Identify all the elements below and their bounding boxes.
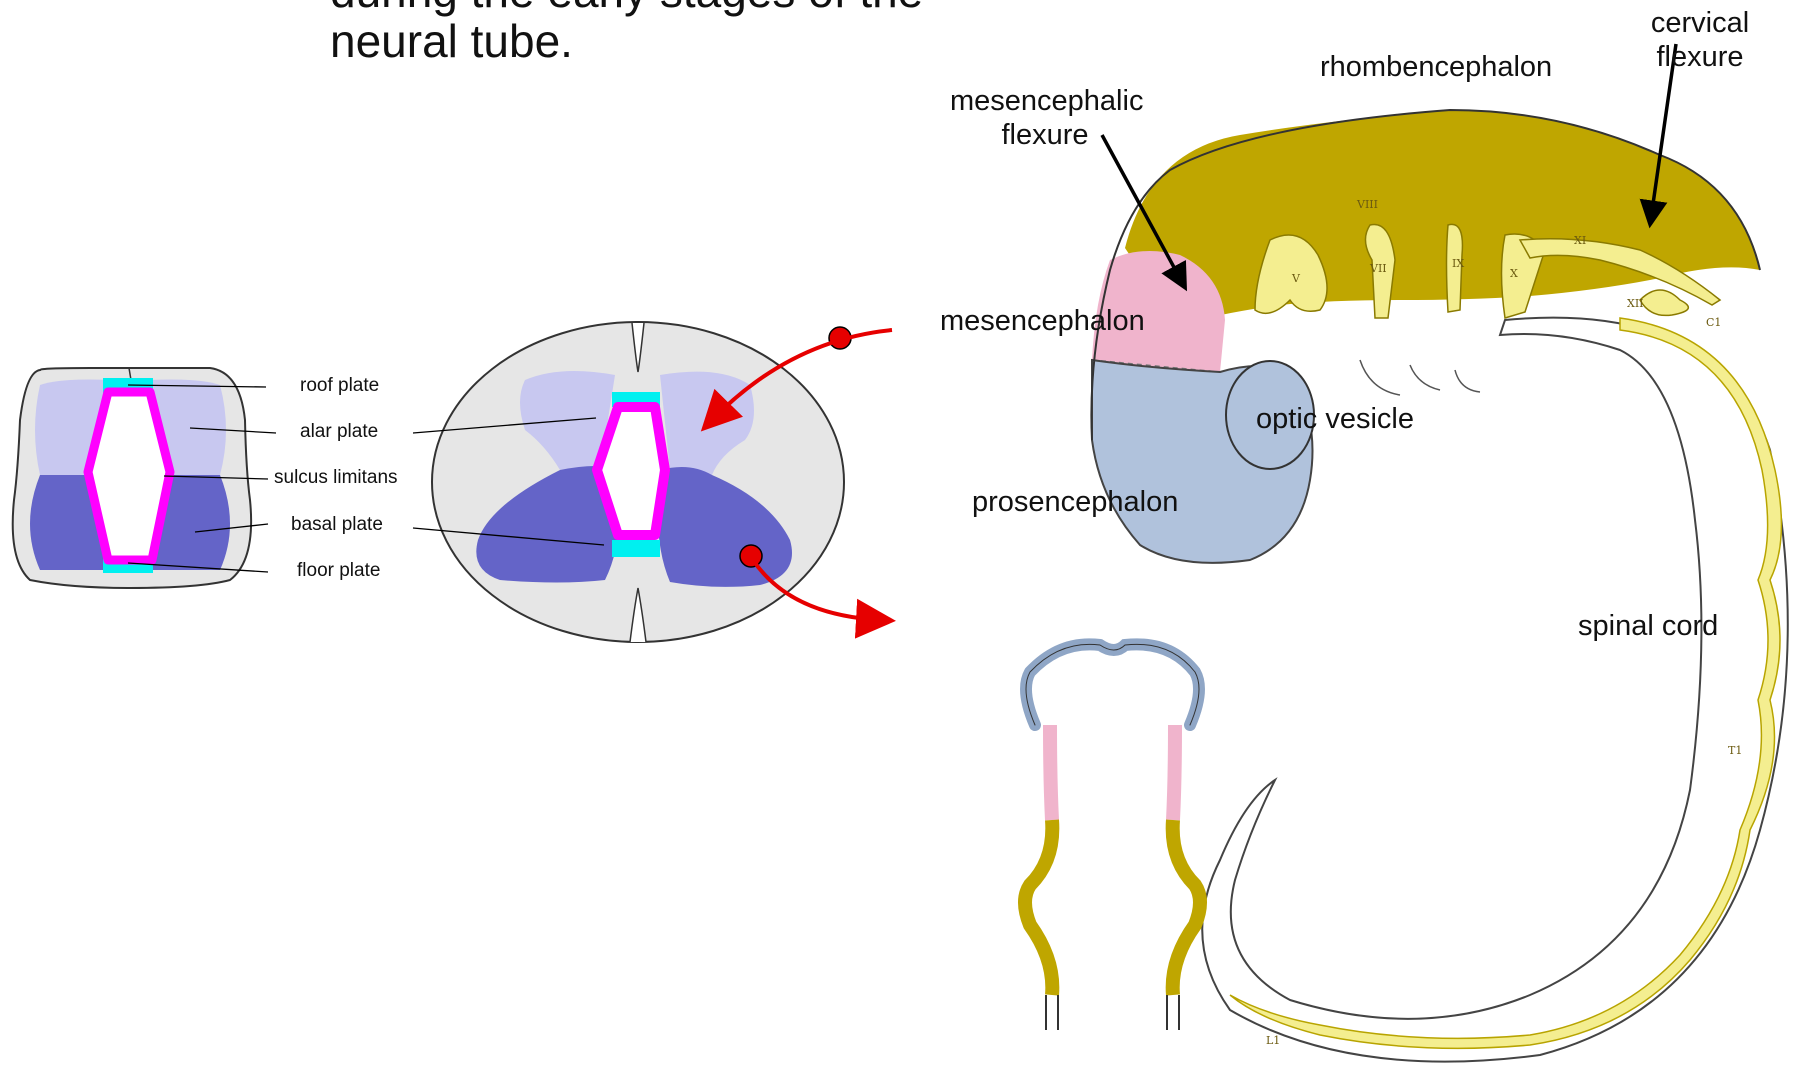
label-cervical-flexure: cervical flexure bbox=[1640, 6, 1760, 74]
label-floor-plate: floor plate bbox=[297, 560, 380, 582]
label-alar-plate: alar plate bbox=[300, 421, 378, 443]
label-cervical-flexure-2: flexure bbox=[1640, 40, 1760, 74]
large-sulcus-ring bbox=[597, 407, 665, 535]
nerve-label-viii: VIII bbox=[1356, 198, 1378, 211]
nerve-label-ix: IX bbox=[1452, 257, 1464, 270]
neural-tube-hindbrain-right bbox=[1173, 820, 1200, 995]
neural-tube-outline bbox=[1025, 644, 1200, 1030]
label-cervical: cervical bbox=[1640, 6, 1760, 40]
nerve-label-xi: XI bbox=[1574, 234, 1586, 247]
nerve-label-x: X bbox=[1510, 267, 1518, 280]
large-floor-plate bbox=[612, 540, 660, 557]
label-sulcus-limitans: sulcus limitans bbox=[274, 467, 398, 489]
neural-tube-forebrain bbox=[1026, 644, 1199, 725]
label-basal-plate: basal plate bbox=[291, 514, 383, 536]
label-mesencephalic: mesencephalic bbox=[950, 84, 1140, 118]
label-roof-plate: roof plate bbox=[300, 375, 379, 397]
neural-tube-midbrain-right bbox=[1173, 725, 1175, 820]
nerve-label-t1: T1 bbox=[1728, 744, 1742, 757]
nerve-label-v: V bbox=[1291, 272, 1301, 285]
small-cross-section bbox=[13, 368, 276, 588]
ganglion-xii bbox=[1640, 290, 1688, 315]
label-mesencephalic-flexure: mesencephalic flexure bbox=[950, 84, 1140, 152]
label-mesencephalic-flexure-2: flexure bbox=[950, 118, 1140, 152]
neural-tube-hindbrain-left bbox=[1025, 820, 1052, 995]
large-cross-section bbox=[413, 322, 892, 642]
small-sulcus-ring bbox=[88, 392, 170, 560]
label-mesencephalon: mesencephalon bbox=[940, 304, 1145, 338]
nerve-label-xii: XII bbox=[1627, 297, 1644, 310]
nerve-label-vii: VII bbox=[1369, 262, 1387, 275]
label-optic-vesicle: optic vesicle bbox=[1256, 402, 1414, 436]
label-prosencephalon: prosencephalon bbox=[972, 485, 1178, 519]
label-spinal-cord: spinal cord bbox=[1578, 609, 1718, 643]
neural-tube-midbrain-left bbox=[1050, 725, 1052, 820]
nerve-label-l1: L1 bbox=[1266, 1034, 1280, 1047]
label-rhombencephalon: rhombencephalon bbox=[1320, 50, 1552, 84]
nerve-label-c1: C1 bbox=[1706, 316, 1721, 329]
